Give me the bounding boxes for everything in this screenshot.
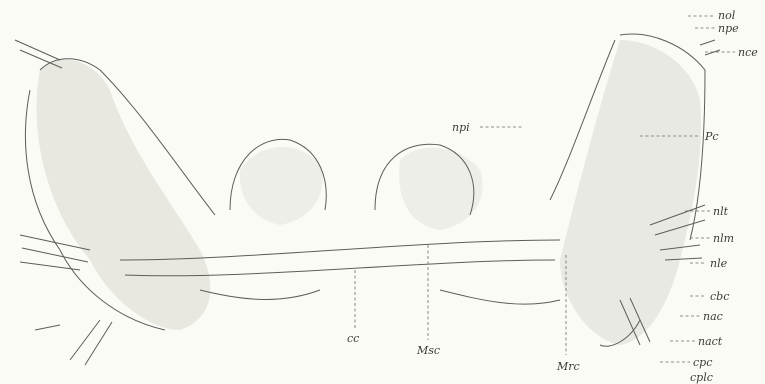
label-npi: npi — [452, 121, 470, 134]
label-mrc: Mrc — [556, 360, 580, 373]
label-nlt: nlt — [713, 205, 729, 218]
label-nlm: nlm — [713, 232, 734, 245]
label-cplc: cplc — [690, 371, 713, 384]
label-cpc: cpc — [693, 356, 712, 369]
label-pc: Pc — [704, 130, 719, 143]
label-cbc: cbc — [710, 290, 729, 303]
label-nac: nac — [703, 310, 723, 323]
label-cc: cc — [347, 332, 359, 345]
label-npe: npe — [718, 22, 739, 35]
label-nce: nce — [738, 46, 758, 59]
label-nol: nol — [718, 9, 736, 22]
shading — [37, 40, 701, 345]
label-nact: nact — [698, 335, 723, 348]
label-nle: nle — [710, 257, 728, 270]
label-msc: Msc — [416, 344, 440, 357]
